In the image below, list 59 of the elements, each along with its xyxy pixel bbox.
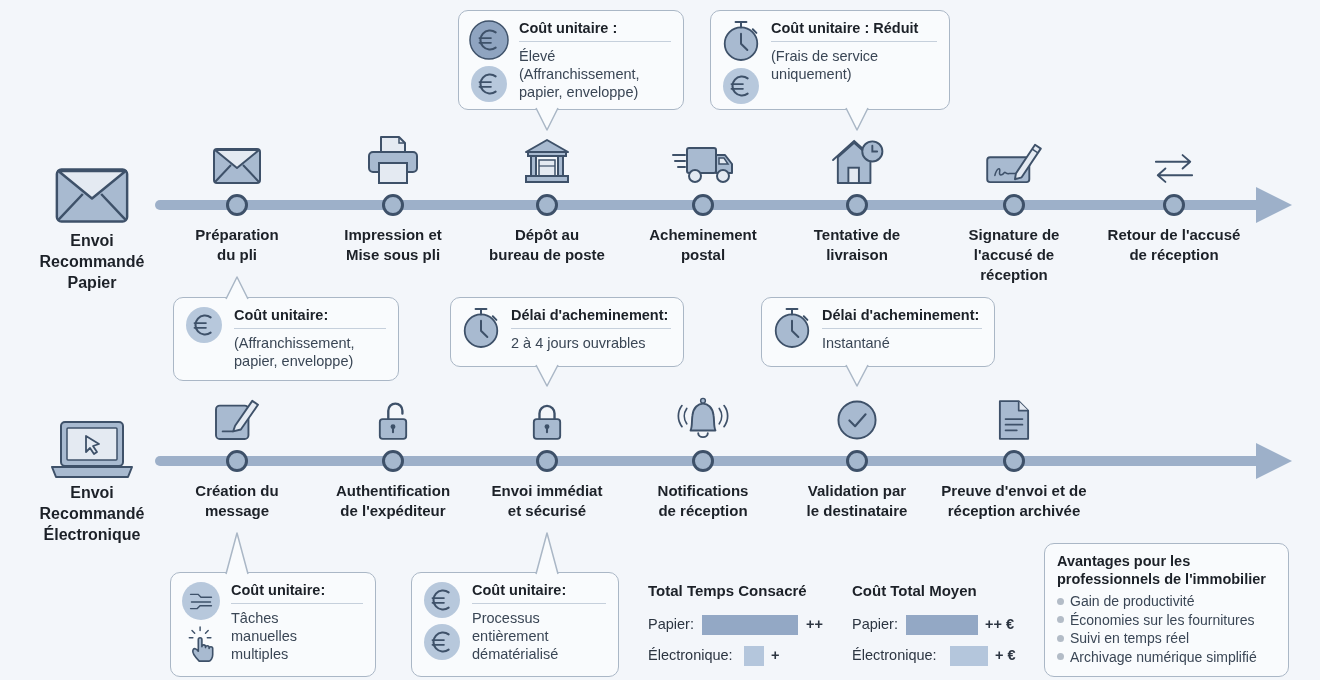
callout-pointer xyxy=(535,107,559,131)
step-label: Notifications de réception xyxy=(656,481,750,521)
bar-value: + xyxy=(771,646,780,665)
callout-heading: Coût unitaire : Réduit xyxy=(771,18,937,42)
chart-heading: Coût Total Moyen xyxy=(852,581,977,601)
callout-heading: Coût unitaire: xyxy=(472,580,606,604)
callout-bubble xyxy=(450,297,684,367)
callout-bubble xyxy=(411,572,619,677)
callout-pointer xyxy=(225,276,249,300)
step-label: Retour de l'accusé de réception xyxy=(1106,225,1242,265)
step-label: Acheminement postal xyxy=(648,225,758,265)
callout-bubble xyxy=(458,10,684,110)
step-label: Préparation du pli xyxy=(194,225,280,265)
step-label: Signature de l'accusé de réception xyxy=(967,225,1061,285)
step-label: Impression et Mise sous pli xyxy=(343,225,443,265)
callout-text: Instantané xyxy=(822,334,891,352)
callout-text: 2 à 4 jours ouvrables xyxy=(511,334,647,352)
step-label: Preuve d'envoi et de réception archivée xyxy=(940,481,1088,521)
callout-pointer xyxy=(535,532,559,575)
list-item: Économies sur les fournitures xyxy=(1070,610,1255,629)
callout-bubble xyxy=(173,297,399,381)
callout-text: Élevé (Affranchissement, papier, enveloppe) xyxy=(519,47,641,101)
row-title: Envoi Recommandé Électronique xyxy=(38,483,146,545)
callout-text: (Frais de service uniquement) xyxy=(771,47,880,83)
callout-heading: Coût unitaire: xyxy=(234,305,386,329)
step-label: Validation par le destinataire xyxy=(805,481,909,521)
bar-value: ++ xyxy=(806,615,823,634)
step-label: Création du message xyxy=(194,481,280,521)
info-panel xyxy=(1044,543,1289,677)
callout-text: Processus entièrement dématérialisé xyxy=(472,609,560,663)
bar-label: Papier: xyxy=(648,615,694,634)
chart-heading: Total Temps Consacré xyxy=(648,581,807,601)
callout-heading: Coût unitaire : xyxy=(519,18,671,42)
step-label: Envoi immédiat et sécurisé xyxy=(490,481,604,521)
bar-value: ++ € xyxy=(985,615,1015,634)
callout-pointer xyxy=(225,532,249,575)
callout-bubble xyxy=(170,572,376,677)
panel-heading: Avantages pour les professionnels de l'immobilier xyxy=(1057,552,1267,588)
bar-label: Papier: xyxy=(852,615,898,634)
step-label: Authentification de l'expéditeur xyxy=(334,481,452,521)
step-label: Dépôt au bureau de poste xyxy=(488,225,606,265)
callout-bubble xyxy=(710,10,950,110)
callout-heading: Coût unitaire: xyxy=(231,580,363,604)
bar-value: + € xyxy=(995,646,1016,665)
bar-label: Électronique: xyxy=(648,646,733,665)
callout-heading: Délai d'acheminement: xyxy=(511,305,671,329)
row-title: Envoi Recommandé Papier xyxy=(38,231,146,293)
list-item: Suivi en temps réel xyxy=(1070,629,1190,648)
list-item: Archivage numérique simplifié xyxy=(1070,647,1257,666)
callout-bubble xyxy=(761,297,995,367)
list-item: Gain de productivité xyxy=(1070,592,1195,611)
step-label: Tentative de livraison xyxy=(812,225,902,265)
callout-text: (Affranchissement, papier, enveloppe) xyxy=(234,334,356,370)
callout-pointer xyxy=(845,107,869,131)
bar-label: Électronique: xyxy=(852,646,937,665)
callout-text: Tâches manuelles multiples xyxy=(231,609,299,663)
callout-heading: Délai d'acheminement: xyxy=(822,305,982,329)
callout-pointer xyxy=(535,364,559,387)
callout-pointer xyxy=(845,364,869,387)
